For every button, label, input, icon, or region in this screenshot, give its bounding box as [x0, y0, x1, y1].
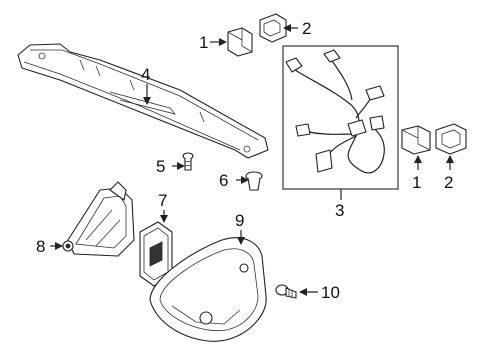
callout-8: 8: [36, 237, 45, 256]
part-9-seal-housing: [149, 237, 267, 342]
callout-2-right: 2: [444, 173, 453, 192]
part-2-clip-top: [259, 13, 287, 43]
callout-7: 7: [158, 191, 167, 210]
callout-10: 10: [321, 283, 340, 302]
part-6-push-pin: [245, 171, 263, 191]
callout-5: 5: [156, 157, 165, 176]
part-4-bracket-bar: [17, 43, 269, 159]
part-1-connector-left: [227, 27, 253, 57]
callout-1-right: 1: [412, 173, 421, 192]
part-7-control-module: [139, 221, 173, 287]
part-1-connector-right: [401, 125, 431, 155]
leader-lines: [50, 24, 454, 296]
part-2-clip-right: [435, 123, 467, 155]
callout-3: 3: [335, 201, 344, 220]
callout-4: 4: [141, 65, 150, 84]
callout-1-left: 1: [199, 33, 208, 52]
callout-2-top: 2: [302, 19, 311, 38]
part-10-bolt: [275, 284, 297, 299]
part-5-screw: [182, 152, 194, 171]
callout-6: 6: [219, 171, 228, 190]
part-3-wiring-harness: [285, 49, 385, 174]
part-8-bracket: [62, 181, 135, 257]
callout-9: 9: [235, 211, 244, 230]
